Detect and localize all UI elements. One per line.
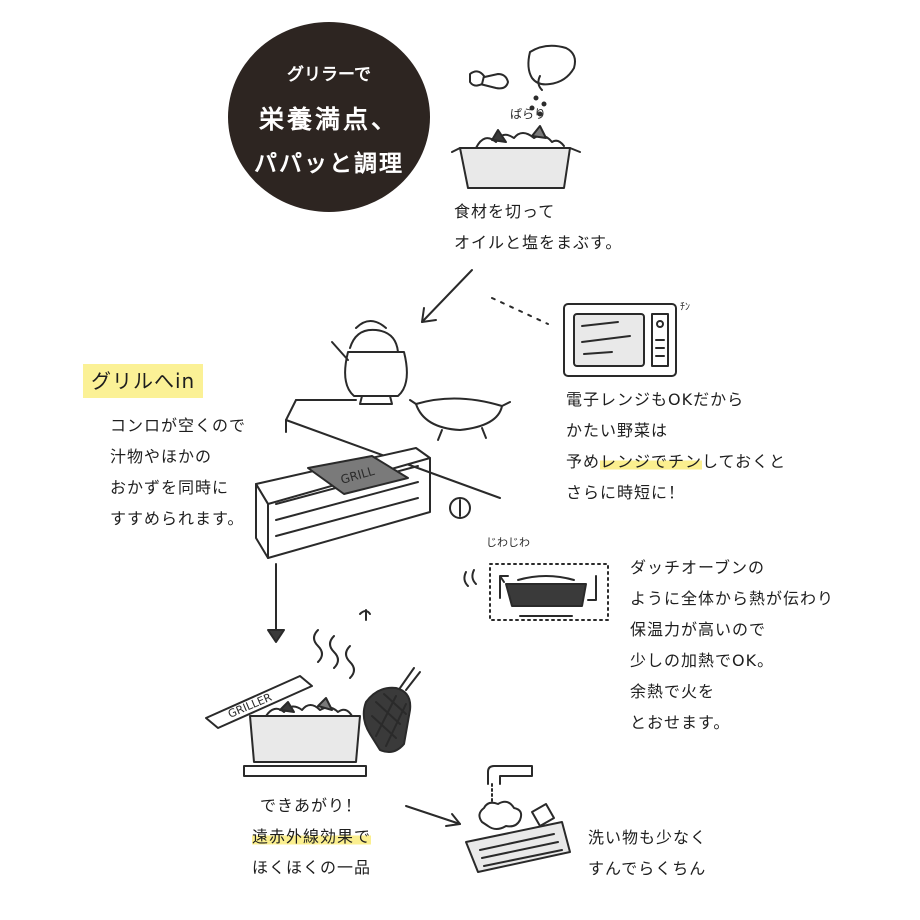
dutch-line-2: ように全体から熱が伝わり — [630, 589, 835, 608]
stove-drawer-icon: GRILL — [255, 320, 511, 559]
done-highlight: 遠赤外線効果で — [252, 827, 372, 846]
grill-pan-icon: GRILLER — [205, 609, 421, 777]
microwave-line-3: 予めレンジでチンしておくと — [566, 452, 787, 471]
title-line-1: グリラーで — [287, 65, 371, 85]
done-line-3: ほくほくの一品 — [252, 858, 372, 877]
step1-text: 食材を切って オイルと塩をまぶす。 — [454, 196, 622, 258]
beep-sfx: ﾁﾝ — [680, 302, 690, 313]
microwave-line-2: かたい野菜は — [566, 421, 669, 440]
arrow-right — [405, 805, 461, 827]
sizzle-sfx: じわじわ — [486, 536, 530, 549]
title-line-2: 栄養満点、 — [258, 105, 399, 134]
wash-line-2: すんでらくちん — [588, 859, 707, 878]
dutch-line-3: 保温力が高いので — [630, 620, 767, 639]
grill-in-line-2: 汁物やほかの — [110, 447, 213, 466]
microwave-icon: ﾁﾝ — [563, 302, 690, 377]
done-text: できあがり！ 遠赤外線効果で ほくほくの一品 — [252, 790, 372, 883]
dutch-line-1: ダッチオーブンの — [630, 558, 766, 577]
wash-line-1: 洗い物も少なく — [588, 828, 708, 847]
done-line-1: できあがり！ — [260, 796, 363, 815]
arrow-down — [267, 563, 285, 643]
grill-in-line-1: コンロが空くので — [110, 416, 247, 435]
dutch-oven-note: ダッチオーブンの ように全体から熱が伝わり 保温力が高いので 少しの加熱でOK。… — [630, 552, 834, 738]
microwave-highlight: レンジでチン — [600, 452, 703, 471]
steam-icon — [313, 609, 371, 679]
dutch-line-4: 少しの加熱でOK。 — [630, 651, 775, 670]
sprinkle-sfx: ぱらり — [510, 107, 546, 121]
hand-sprinkle-icon: ぱらり — [451, 44, 581, 189]
dutch-line-5: 余熱で火を — [630, 682, 716, 701]
heat-arrows-icon: じわじわ — [463, 536, 609, 621]
step1-line-2: オイルと塩をまぶす。 — [454, 233, 623, 252]
faucet-icon — [465, 765, 571, 873]
step1-line-1: 食材を切って — [454, 202, 556, 221]
dutch-line-6: とおせます。 — [630, 713, 731, 732]
oven-mitt-icon — [362, 667, 421, 753]
frying-pan-icon — [409, 397, 511, 441]
dotted-connector — [491, 297, 549, 325]
grill-in-line-4: すすめられます。 — [110, 509, 245, 528]
arrow-to-stove — [421, 269, 473, 323]
kettle-icon — [331, 320, 408, 405]
microwave-line-4: さらに時短に！ — [566, 483, 686, 502]
microwave-note: 電子レンジもOKだから かたい野菜は 予めレンジでチンしておくと さらに時短に！ — [566, 384, 786, 508]
title-badge: グリラーで 栄養満点、 パパッと調理 — [228, 22, 430, 212]
grill-in-label: グリルへin — [83, 364, 204, 398]
wash-text: 洗い物も少なく すんでらくちん — [588, 822, 707, 884]
microwave-line-1: 電子レンジもOKだから — [566, 390, 745, 409]
title-line-3: パパッと調理 — [254, 151, 404, 177]
grill-in-line-3: おかずを同時に — [110, 478, 230, 497]
grill-in-text: コンロが空くので 汁物やほかの おかずを同時に すすめられます。 — [110, 410, 246, 534]
